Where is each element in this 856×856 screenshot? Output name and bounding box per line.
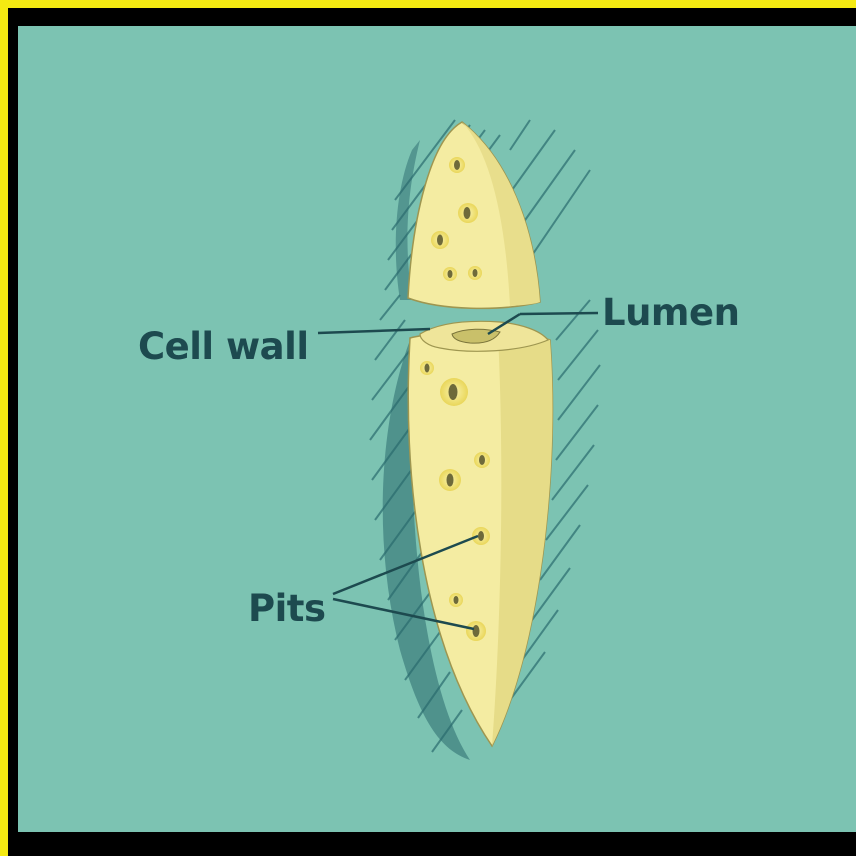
pit	[466, 621, 486, 641]
pit	[440, 378, 468, 406]
pit	[420, 361, 434, 375]
pit	[449, 593, 463, 607]
pit	[458, 203, 478, 223]
pit	[431, 231, 449, 249]
pit	[443, 267, 457, 281]
pit	[474, 452, 490, 468]
lumen-leader	[520, 313, 598, 314]
pit	[439, 469, 461, 491]
pits-label: Pits	[248, 590, 326, 627]
pit	[449, 157, 465, 173]
cell-wall-label: Cell wall	[138, 328, 309, 365]
pit	[468, 266, 482, 280]
lumen-label: Lumen	[602, 294, 739, 331]
